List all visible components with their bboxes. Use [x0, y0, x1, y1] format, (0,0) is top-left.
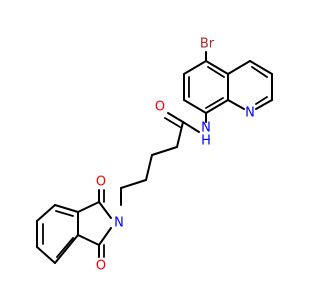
bond	[205, 99, 229, 114]
bonds	[36, 51, 273, 264]
bond	[98, 227, 112, 246]
atom-n-imide: N	[114, 216, 124, 231]
bond	[167, 112, 184, 123]
bond	[120, 179, 147, 189]
bond	[182, 121, 200, 133]
bond	[205, 60, 229, 75]
atom-labels: Br N N H O N O O	[96, 37, 255, 274]
atom-o-amide: O	[155, 100, 165, 115]
molecule-diagram: Br N N H O N O O	[36, 37, 273, 274]
bond	[249, 60, 273, 75]
atom-o-imide-top: O	[96, 175, 106, 190]
bond	[183, 60, 207, 75]
bond	[36, 204, 56, 222]
bond	[77, 201, 100, 213]
bond	[145, 154, 153, 181]
atom-n-quinoline: N	[245, 106, 255, 121]
structure-canvas: Br N N H O N O O	[36, 37, 273, 274]
bond	[54, 204, 79, 213]
bond	[36, 246, 56, 264]
bond	[255, 99, 273, 110]
bond	[98, 201, 112, 219]
bond-double	[55, 210, 74, 217]
bond	[176, 121, 184, 148]
bond	[227, 60, 251, 75]
bond	[54, 234, 79, 264]
bond	[227, 99, 245, 110]
bond-double	[164, 117, 181, 128]
bond-double	[56, 237, 74, 258]
atom-h-amide: H	[201, 134, 211, 149]
bond	[151, 146, 178, 156]
bond-double	[251, 66, 268, 78]
bond-double	[205, 97, 224, 109]
bond-double	[255, 96, 268, 105]
atom-br: Br	[200, 37, 215, 52]
bond	[183, 99, 207, 114]
atom-n-amide: N	[201, 121, 211, 136]
atom-o-imide-bottom: O	[96, 259, 106, 274]
bond	[77, 234, 100, 246]
bond-double	[207, 66, 225, 78]
